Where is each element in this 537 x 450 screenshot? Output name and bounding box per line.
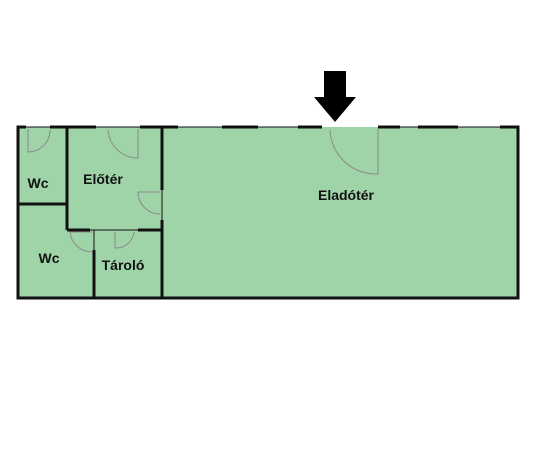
floor-area (18, 127, 518, 298)
door-frames (90, 190, 163, 250)
down-arrow-icon (314, 71, 356, 122)
room-label-wc-upper: Wc (28, 175, 49, 191)
room-label-eladoter: Eladótér (318, 187, 375, 203)
outer-walls (16, 125, 520, 300)
room-label-wc-lower: Wc (39, 250, 60, 266)
room-label-tarolo: Tároló (102, 257, 145, 273)
interior-walls (18, 127, 164, 298)
door-swings (27, 129, 379, 253)
entrance-arrow (314, 71, 356, 122)
room-label-eloter: Előtér (83, 171, 123, 187)
